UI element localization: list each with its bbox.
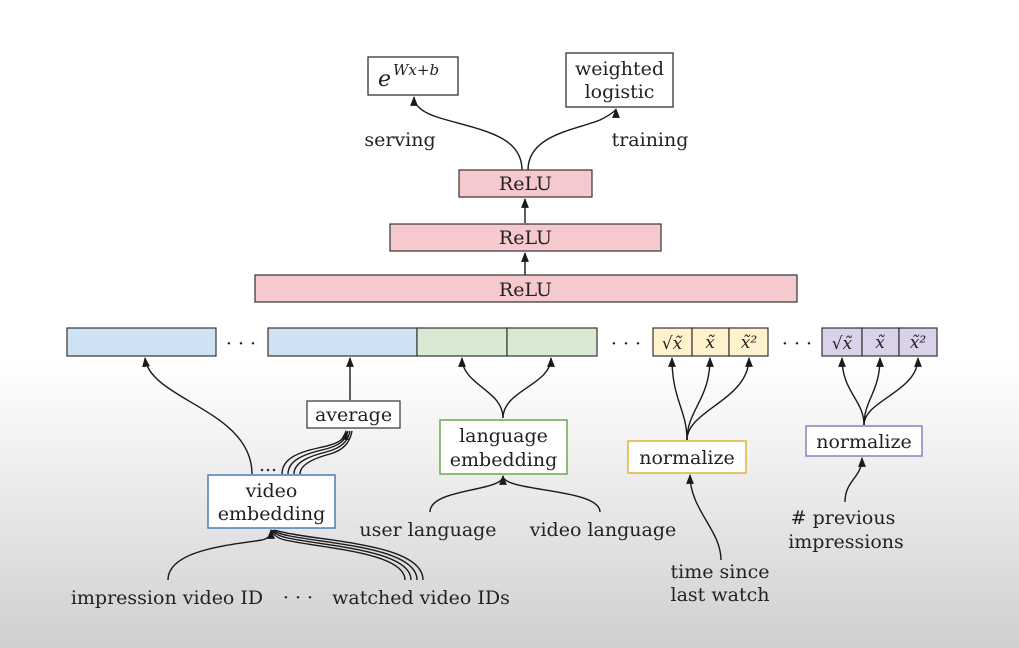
normalize-impressions-arrows xyxy=(838,357,922,426)
serving-label: serving xyxy=(364,129,435,151)
impression-embedding-segment xyxy=(66,327,217,357)
language-embedding-label-line2: embedding xyxy=(450,449,557,471)
relu-layer-middle: ReLU xyxy=(389,223,662,252)
normalize-impressions-label: normalize xyxy=(816,431,912,453)
watched-to-average-arrows xyxy=(281,430,353,475)
impression-transform-segments: √x̃ x̃ x̃² xyxy=(821,327,938,357)
impression-video-id-label: impression video ID xyxy=(71,587,263,609)
language-embedding-label-line1: language xyxy=(459,425,548,447)
user-language-arrow xyxy=(429,475,507,513)
time-since-label-line2: last watch xyxy=(671,584,770,606)
language-to-video-segment-arrow xyxy=(502,357,555,419)
normalize-time-box: normalize xyxy=(627,440,747,474)
video-language-segment xyxy=(506,327,598,357)
ellipsis-2: · · · xyxy=(611,333,641,355)
watched-ids-to-embedding xyxy=(271,529,424,581)
serving-output-box: e Wx+b xyxy=(367,56,459,96)
previous-impressions-label-line1: # previous xyxy=(791,507,896,529)
relu-label-middle: ReLU xyxy=(499,227,552,249)
video-language-arrow xyxy=(502,475,601,513)
training-output-label-line2: logistic xyxy=(585,81,655,103)
embedding-to-impression-arrow xyxy=(142,357,253,475)
user-language-segment xyxy=(416,327,508,357)
language-to-user-segment-arrow xyxy=(458,357,504,419)
video-embedding-box: video embedding xyxy=(207,474,336,529)
training-arrow xyxy=(527,108,620,171)
x-squared-label: x̃² xyxy=(741,333,758,353)
ellipsis-3: · · · xyxy=(782,333,812,355)
watched-video-ids-label: watched video IDs xyxy=(332,587,510,609)
sqrt-x-label: √x̃ xyxy=(662,334,683,354)
relu-layer-top: ReLU xyxy=(458,169,593,198)
training-output-box: weighted logistic xyxy=(565,52,674,108)
normalize-impressions-box: normalize xyxy=(805,425,923,457)
serving-arrow xyxy=(410,96,523,171)
watched-embedding-segment xyxy=(267,327,418,357)
time-since-arrow xyxy=(686,474,722,561)
relu-layer-bottom: ReLU xyxy=(254,274,798,303)
video-embedding-label-line2: embedding xyxy=(218,503,325,525)
small-ellipsis: ... xyxy=(259,454,277,476)
previous-impressions-label-line2: impressions xyxy=(788,531,904,553)
average-label: average xyxy=(315,404,392,426)
serving-formula-base: e xyxy=(378,67,391,92)
x-squared-label-2: x̃² xyxy=(910,333,927,353)
time-transform-segments: √x̃ x̃ x̃² xyxy=(652,327,769,357)
video-language-label: video language xyxy=(529,519,676,541)
relu-label-bottom: ReLU xyxy=(499,279,552,301)
x-label-2: x̃ xyxy=(875,333,885,353)
language-embedding-box: language embedding xyxy=(439,419,568,475)
video-embedding-label-line1: video xyxy=(245,480,298,502)
serving-formula-exponent: Wx+b xyxy=(393,61,439,79)
training-label: training xyxy=(612,129,689,151)
normalize-time-label: normalize xyxy=(639,447,735,469)
normalize-time-arrows xyxy=(668,357,753,441)
sqrt-x-label-2: √x̃ xyxy=(832,334,853,354)
relu-label-top: ReLU xyxy=(499,173,552,195)
x-label: x̃ xyxy=(705,333,715,353)
average-box: average xyxy=(306,400,401,429)
ellipsis-1: · · · xyxy=(226,333,256,355)
user-language-label: user language xyxy=(359,519,496,541)
time-since-label-line1: time since xyxy=(671,561,770,583)
previous-impressions-arrow xyxy=(844,457,866,503)
training-output-label-line1: weighted xyxy=(575,58,664,80)
impression-id-to-embedding xyxy=(167,529,275,581)
ellipsis-4: · · · xyxy=(283,587,313,609)
